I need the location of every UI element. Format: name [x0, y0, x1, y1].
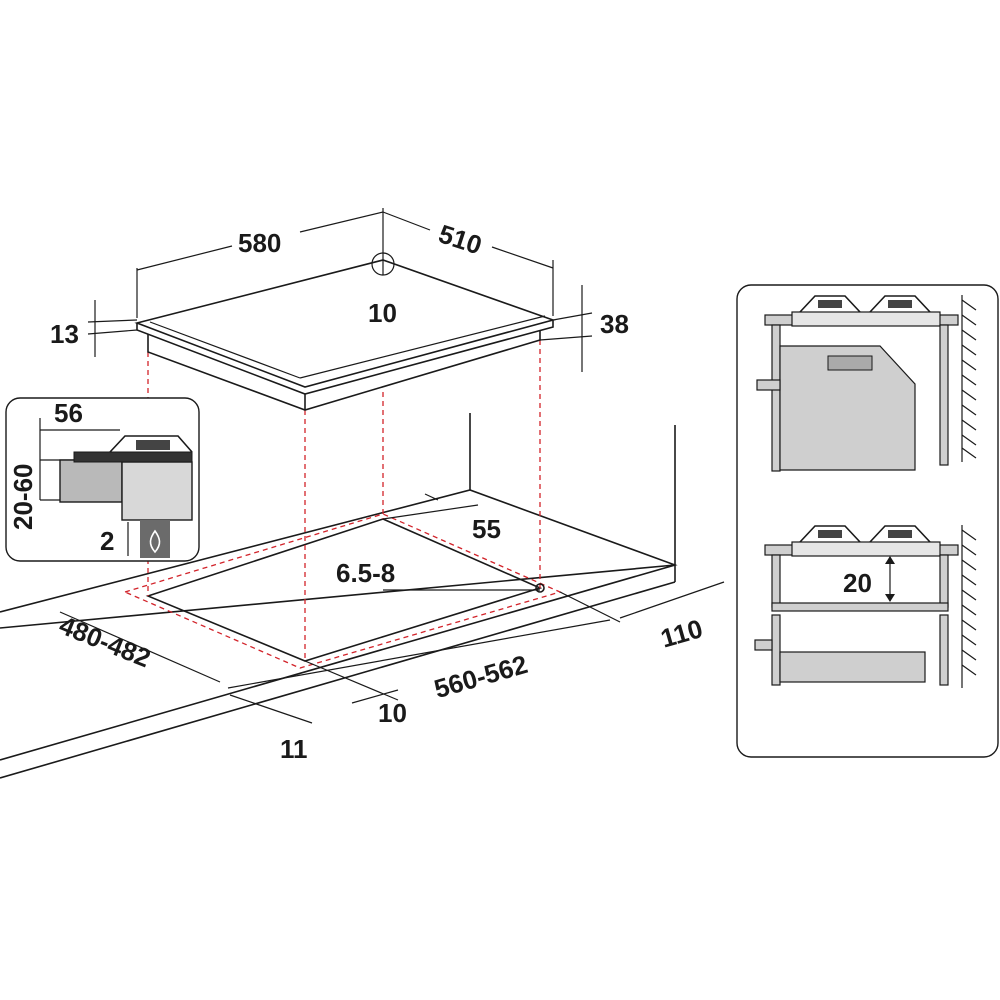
hob-height-label: 38 — [600, 309, 629, 339]
inset-worktop-thickness-label: 20-60 — [8, 464, 38, 531]
inset-gas-gap-label: 2 — [100, 526, 114, 556]
hob-depth-label: 510 — [435, 218, 486, 260]
wall-hatch-icon — [961, 525, 977, 688]
hob-edge-label: 13 — [50, 319, 79, 349]
fixing-hole — [535, 583, 545, 593]
oven-side-view — [756, 295, 977, 472]
side-views-panel — [736, 284, 999, 758]
burner-icon — [799, 295, 931, 313]
cutout-front-back-label: 55 — [472, 514, 501, 544]
hob — [134, 259, 556, 411]
burner-icon — [799, 525, 931, 543]
hob-dimension-lines — [87, 208, 593, 372]
front-offset-label: 10 — [378, 698, 407, 728]
cutout-depth-label: 480-482 — [55, 610, 155, 674]
front-edge-label: 11 — [280, 734, 308, 764]
inset-burner-height-label: 56 — [54, 398, 83, 428]
drawer-icon — [754, 614, 949, 686]
worktop — [0, 413, 678, 779]
cutout-dimension-lines — [59, 493, 725, 724]
drawer-gap-label: 20 — [843, 568, 872, 598]
hole-diameter-label: 6.5-8 — [336, 558, 395, 588]
clearance-right-label: 110 — [657, 613, 706, 653]
oven-icon — [756, 345, 916, 471]
hob-width-label: 580 — [238, 228, 281, 258]
wall-hatch-icon — [961, 295, 977, 462]
hob-clamp-label: 10 — [368, 298, 397, 328]
inset-detail-panel — [5, 397, 200, 562]
drawer-side-view — [754, 525, 977, 688]
cutout-width-label: 560-562 — [431, 649, 531, 704]
